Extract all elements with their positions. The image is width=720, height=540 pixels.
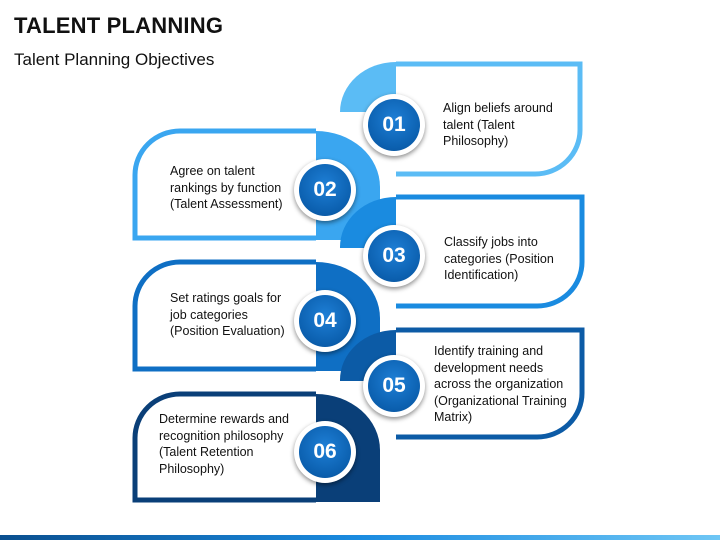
- step-02-number: 02: [299, 164, 351, 216]
- page-subtitle: Talent Planning Objectives: [14, 50, 215, 69]
- step-05-badge: 05: [363, 355, 425, 417]
- step-04-badge: 04: [294, 290, 356, 352]
- step-01-number: 01: [368, 99, 420, 151]
- step-01-card-border: [396, 61, 583, 177]
- step-03-number: 03: [368, 230, 420, 282]
- step-02-card-border: [132, 128, 316, 241]
- step-03-card-border: [396, 194, 585, 309]
- step-06-number: 06: [299, 426, 351, 478]
- step-04-text: Set ratings goals for job categories (Po…: [170, 291, 285, 338]
- step-04-number: 04: [299, 295, 351, 347]
- step-06-card-border: [132, 391, 316, 503]
- step-02-text: Agree on talent rankings by function (Ta…: [170, 164, 283, 211]
- step-03-badge: 03: [363, 225, 425, 287]
- step-01-badge: 01: [363, 94, 425, 156]
- step-06-text: Determine rewards and recognition philos…: [159, 412, 289, 476]
- step-05-number: 05: [368, 360, 420, 412]
- step-01-text: Align beliefs around talent (Talent Phil…: [443, 101, 553, 148]
- page-title: TALENT PLANNING: [14, 13, 224, 38]
- step-05-text: Identify training and development needs …: [434, 344, 567, 424]
- step-04-card-border: [132, 259, 316, 372]
- step-03-text: Classify jobs into categories (Position …: [444, 235, 554, 282]
- bottom-accent-bar: [0, 535, 720, 540]
- step-02-badge: 02: [294, 159, 356, 221]
- step-05-card-border: [396, 327, 585, 440]
- step-06-badge: 06: [294, 421, 356, 483]
